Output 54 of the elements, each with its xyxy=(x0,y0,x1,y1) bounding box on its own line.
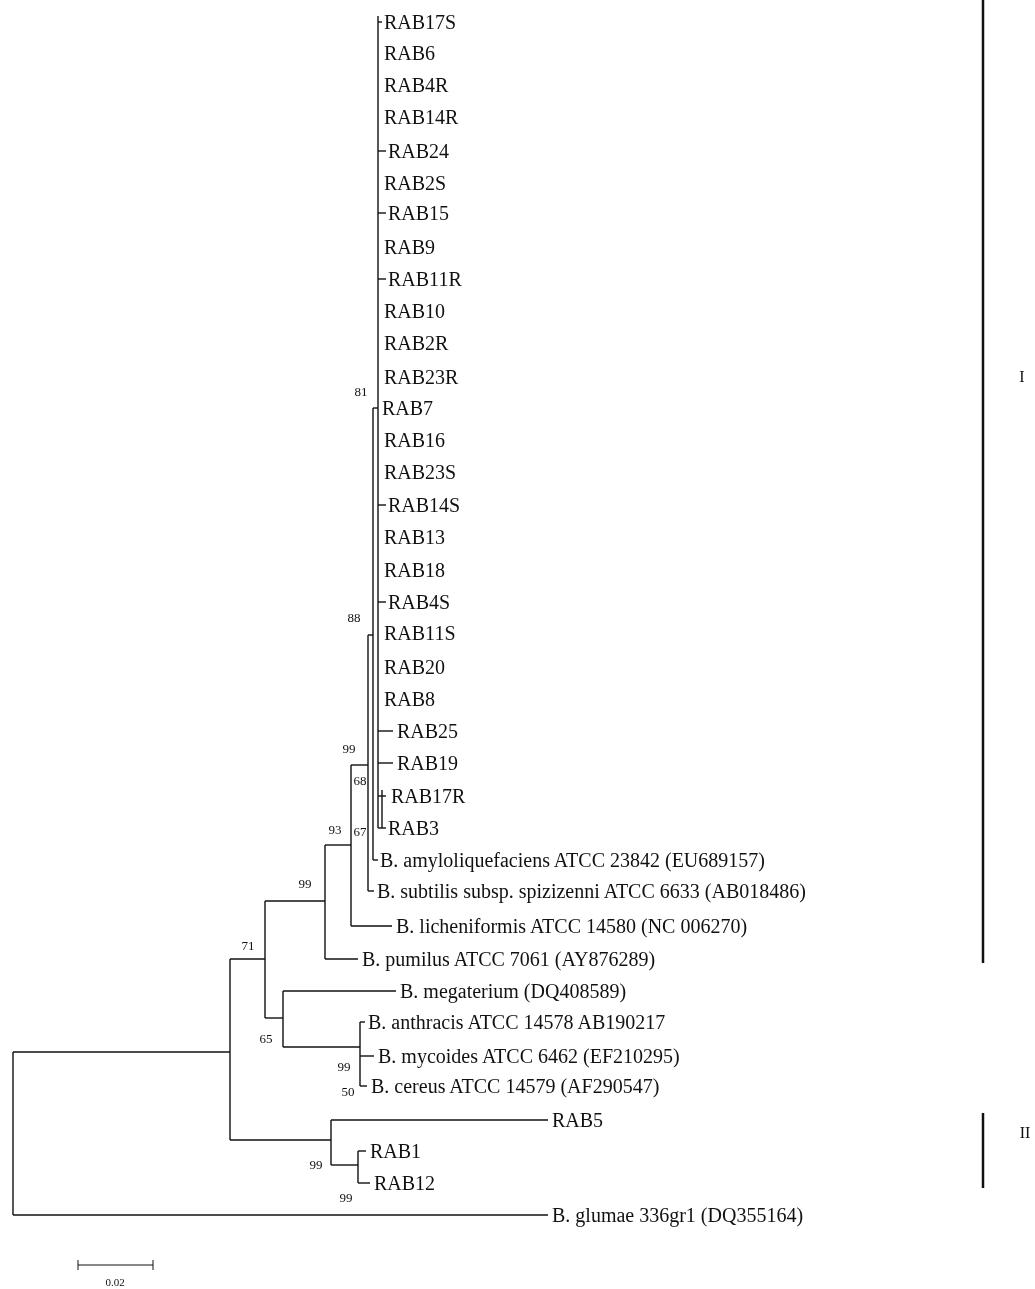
taxon-label: B. anthracis ATCC 14578 AB190217 xyxy=(368,1012,666,1032)
taxon-label: B. cereus ATCC 14579 (AF290547) xyxy=(371,1076,660,1096)
taxon-label: RAB14S xyxy=(388,495,461,515)
taxon-label: RAB2S xyxy=(384,173,447,193)
taxon-label: RAB4S xyxy=(388,592,451,612)
bootstrap-value: 93 xyxy=(328,822,342,836)
taxon-label: RAB8 xyxy=(384,689,436,709)
taxon-label: RAB20 xyxy=(384,657,446,677)
taxon-label: RAB7 xyxy=(382,398,434,418)
bootstrap-value: 99 xyxy=(309,1157,323,1171)
taxon-label: RAB5 xyxy=(552,1110,604,1130)
bootstrap-value: 99 xyxy=(339,1190,353,1204)
taxon-label: RAB17R xyxy=(391,786,466,806)
taxon-label: B. pumilus ATCC 7061 (AY876289) xyxy=(362,949,656,969)
taxon-label: B. subtilis subsp. spizizenni ATCC 6633 (AB018486) xyxy=(377,881,806,901)
taxon-label: RAB25 xyxy=(397,721,459,741)
taxon-label: RAB4R xyxy=(384,75,449,95)
taxon-label: B. megaterium (DQ408589) xyxy=(400,981,627,1001)
bootstrap-value: 67 xyxy=(353,824,367,838)
taxon-label: RAB3 xyxy=(388,818,440,838)
taxon-label: RAB23R xyxy=(384,367,459,387)
taxon-label: RAB11S xyxy=(384,623,456,643)
bootstrap-value: 99 xyxy=(342,741,356,755)
taxon-label: B. amyloliquefaciens ATCC 23842 (EU689157) xyxy=(380,850,765,870)
taxon-label: RAB12 xyxy=(374,1173,436,1193)
bootstrap-value: 99 xyxy=(337,1059,351,1073)
bootstrap-value: 71 xyxy=(241,938,255,952)
scale-value: 0.02 xyxy=(105,1276,125,1288)
taxon-label: B. mycoides ATCC 6462 (EF210295) xyxy=(378,1046,680,1066)
taxon-label: RAB14R xyxy=(384,107,459,127)
bootstrap-value: 99 xyxy=(298,876,312,890)
taxon-label: RAB19 xyxy=(397,753,459,773)
taxon-label: RAB24 xyxy=(388,141,450,161)
bootstrap-value: 68 xyxy=(353,773,367,787)
taxon-label: RAB6 xyxy=(384,43,436,63)
taxon-label: B. licheniformis ATCC 14580 (NC 006270) xyxy=(396,916,748,936)
taxon-label: RAB11R xyxy=(388,269,462,289)
taxon-label: RAB16 xyxy=(384,430,446,450)
taxon-label: B. glumae 336gr1 (DQ355164) xyxy=(552,1205,804,1225)
taxon-label: RAB13 xyxy=(384,527,446,547)
bootstrap-value: 88 xyxy=(347,610,361,624)
bootstrap-value: 81 xyxy=(354,384,368,398)
taxon-label: RAB15 xyxy=(388,203,450,223)
taxon-label: RAB18 xyxy=(384,560,446,580)
taxon-label: RAB1 xyxy=(370,1141,422,1161)
clade-label: II xyxy=(1019,1125,1031,1141)
taxon-label: RAB2R xyxy=(384,333,449,353)
bootstrap-value: 65 xyxy=(259,1031,273,1045)
taxon-label: RAB9 xyxy=(384,237,436,257)
taxon-label: RAB23S xyxy=(384,462,457,482)
taxon-label: RAB10 xyxy=(384,301,446,321)
clade-label: I xyxy=(1019,369,1025,385)
bootstrap-value: 50 xyxy=(341,1084,355,1098)
taxon-label: RAB17S xyxy=(384,12,457,32)
